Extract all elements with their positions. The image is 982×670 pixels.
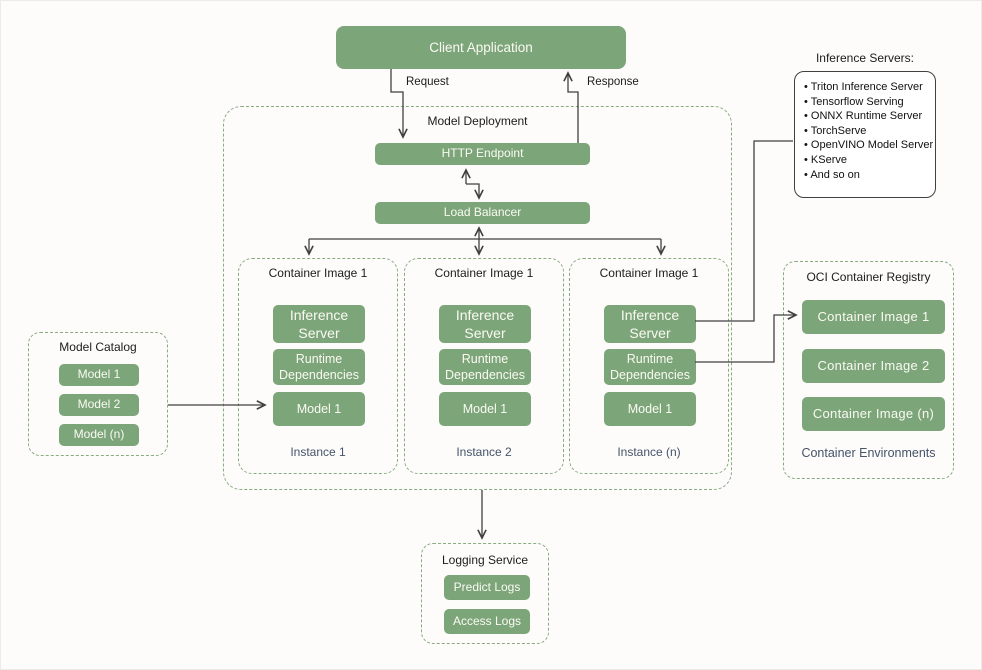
inference-server-item: OpenVINO Model Server — [804, 139, 933, 152]
client-application-box: Client Application — [336, 26, 626, 69]
logging-service-title: Logging Service — [441, 553, 529, 567]
model-box: Model 1 — [604, 392, 696, 426]
inference-server-box: Inference Server — [439, 305, 531, 343]
model-box: Model 1 — [439, 392, 531, 426]
oci-registry-container: OCI Container Registry Container Image 1… — [783, 261, 954, 479]
container-image-title: Container Image 1 — [599, 266, 699, 280]
model-catalog-item: Model 2 — [59, 394, 139, 416]
inference-servers-box: Triton Inference Server Tensorflow Servi… — [794, 71, 936, 198]
container-image-box: Container Image 2 — [802, 349, 945, 383]
inference-server-box: Inference Server — [604, 305, 696, 343]
inference-servers-title: Inference Servers: — [815, 51, 915, 65]
inference-server-item: Tensorflow Serving — [804, 96, 933, 109]
container-image-title: Container Image 1 — [434, 266, 534, 280]
runtime-dependencies-box: Runtime Dependencies — [439, 349, 531, 385]
access-logs-box: Access Logs — [444, 609, 530, 634]
inference-server-item: KServe — [804, 154, 933, 167]
http-endpoint-box: HTTP Endpoint — [375, 143, 590, 165]
inference-servers-list: Triton Inference Server Tensorflow Servi… — [795, 72, 935, 182]
model-deployment-title: Model Deployment — [427, 114, 528, 128]
instance-container-1: Container Image 1 Inference Server Runti… — [238, 258, 398, 474]
instance-caption: Instance 1 — [290, 445, 346, 459]
instance-caption: Instance 2 — [456, 445, 512, 459]
container-image-box: Container Image 1 — [802, 300, 945, 334]
inference-server-item: TorchServe — [804, 125, 933, 138]
container-image-title: Container Image 1 — [268, 266, 368, 280]
model-box: Model 1 — [273, 392, 365, 426]
instance-caption: Instance (n) — [617, 445, 681, 459]
logging-service-container: Logging Service Predict Logs Access Logs — [421, 543, 549, 644]
container-image-box: Container Image (n) — [802, 397, 945, 431]
inference-server-item: And so on — [804, 169, 933, 182]
runtime-dependencies-box: Runtime Dependencies — [273, 349, 365, 385]
model-catalog-item: Model 1 — [59, 364, 139, 386]
predict-logs-box: Predict Logs — [444, 575, 530, 600]
load-balancer-box: Load Balancer — [375, 202, 590, 224]
inference-server-item: ONNX Runtime Server — [804, 110, 933, 123]
inference-server-item: Triton Inference Server — [804, 81, 933, 94]
oci-registry-title: OCI Container Registry — [806, 270, 931, 284]
runtime-dependencies-box: Runtime Dependencies — [604, 349, 696, 385]
instance-container-2: Container Image 1 Inference Server Runti… — [404, 258, 564, 474]
model-catalog-item: Model (n) — [59, 424, 139, 446]
response-label: Response — [587, 76, 639, 88]
request-label: Request — [406, 76, 449, 88]
inference-server-box: Inference Server — [273, 305, 365, 343]
model-catalog-title: Model Catalog — [59, 340, 137, 354]
instance-container-n: Container Image 1 Inference Server Runti… — [569, 258, 729, 474]
model-catalog-container: Model Catalog Model 1 Model 2 Model (n) — [28, 332, 168, 456]
container-environments-caption: Container Environments — [801, 446, 936, 460]
